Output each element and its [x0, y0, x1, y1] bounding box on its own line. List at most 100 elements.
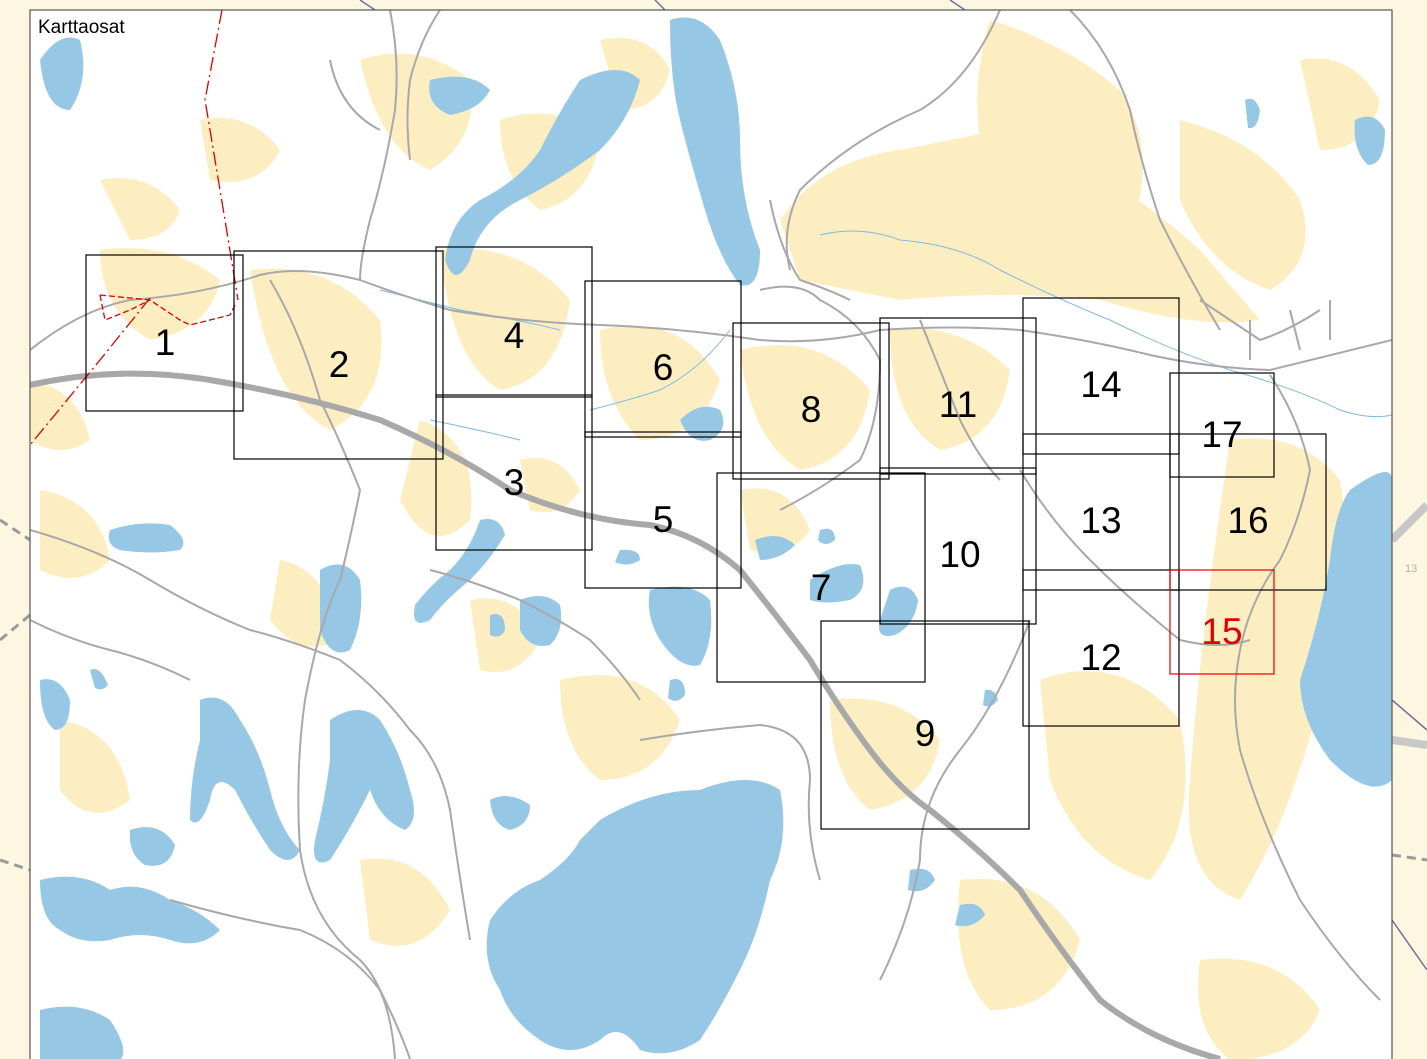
- lake: [445, 70, 640, 275]
- sheet-2[interactable]: 2: [233, 250, 444, 460]
- sheet-frame[interactable]: [879, 317, 1037, 475]
- lake: [486, 780, 784, 1054]
- lake: [810, 564, 864, 603]
- sheet-frame[interactable]: [1022, 433, 1180, 591]
- lake: [520, 596, 562, 646]
- sheet-label[interactable]: 7: [811, 567, 832, 608]
- sheet-16[interactable]: 16: [1169, 433, 1327, 591]
- map-frame-border: [29, 9, 1393, 1059]
- lake: [414, 519, 505, 623]
- sheet-frame[interactable]: [1022, 569, 1180, 727]
- sheet-frame[interactable]: [233, 250, 444, 460]
- lake: [670, 17, 760, 286]
- sheet-15[interactable]: 15: [1169, 569, 1275, 675]
- sheet-frame[interactable]: [584, 280, 742, 438]
- lakes: [40, 17, 1392, 1059]
- lake: [320, 564, 362, 653]
- road: [919, 319, 1001, 481]
- sheet-label[interactable]: 12: [1080, 637, 1121, 678]
- lake: [429, 76, 490, 115]
- sheet-frame[interactable]: [879, 467, 1037, 625]
- sheet-frame[interactable]: [584, 431, 742, 589]
- lake: [40, 876, 220, 944]
- road: [639, 723, 821, 881]
- map-title: Karttaosat: [38, 17, 125, 38]
- sheet-label[interactable]: 6: [653, 347, 674, 388]
- outside-rail: [359, 0, 966, 11]
- lake: [190, 697, 300, 860]
- road: [769, 199, 851, 301]
- sheet-label[interactable]: 10: [939, 534, 980, 575]
- sheet-4[interactable]: 4: [435, 246, 593, 398]
- lake: [648, 586, 712, 666]
- sheet-label[interactable]: 1: [155, 322, 176, 363]
- road: [1199, 299, 1331, 360]
- lake: [818, 528, 835, 544]
- road: [359, 10, 398, 281]
- sheet-17[interactable]: 17: [1169, 372, 1275, 478]
- road: [1234, 374, 1381, 1001]
- sheet-frame[interactable]: [1022, 297, 1180, 455]
- lake: [490, 614, 505, 637]
- outside-road: [1391, 736, 1427, 749]
- lake: [1245, 98, 1260, 129]
- road: [30, 529, 471, 941]
- sheet-frame[interactable]: [820, 620, 1030, 830]
- road: [169, 899, 411, 1059]
- road: [879, 619, 1031, 981]
- sheet-label[interactable]: 2: [329, 344, 350, 385]
- sheet-label[interactable]: 14: [1080, 364, 1121, 405]
- sheet-frame[interactable]: [435, 394, 593, 551]
- lake: [129, 827, 175, 866]
- sheet-14[interactable]: 14: [1022, 297, 1180, 455]
- motorway: [30, 370, 1221, 1059]
- sheet-10[interactable]: 10: [879, 467, 1037, 625]
- sheet-label[interactable]: 13: [1080, 500, 1121, 541]
- lake: [90, 669, 108, 690]
- lake: [983, 689, 998, 707]
- sheet-13[interactable]: 13: [1022, 433, 1180, 591]
- lake: [40, 679, 70, 730]
- district-boundary: [99, 294, 236, 326]
- outside-dashed-line: [0, 518, 1427, 872]
- sheet-6[interactable]: 6: [584, 280, 742, 438]
- outside-road: [1389, 502, 1427, 543]
- sheet-label[interactable]: 16: [1227, 500, 1268, 541]
- sheet-label[interactable]: 3: [504, 462, 525, 503]
- sheet-frame[interactable]: [732, 322, 890, 480]
- sheet-12[interactable]: 12: [1022, 569, 1180, 727]
- sheet-9[interactable]: 9: [820, 620, 1030, 830]
- sheet-3[interactable]: 3: [435, 394, 593, 551]
- municipal-boundary: [30, 10, 239, 446]
- sheet-8[interactable]: 8: [732, 322, 890, 480]
- sheet-11[interactable]: 11: [879, 317, 1037, 475]
- sheet-label[interactable]: 8: [801, 389, 822, 430]
- sheet-label[interactable]: 15: [1201, 611, 1242, 652]
- lake: [314, 710, 414, 863]
- sheet-frame[interactable]: [435, 246, 593, 398]
- outside-rail: [1391, 699, 1427, 971]
- road: [30, 270, 1392, 372]
- road: [429, 569, 641, 701]
- sheet-label[interactable]: 11: [939, 384, 977, 425]
- lake: [40, 37, 84, 110]
- sheet-label[interactable]: 17: [1201, 414, 1242, 455]
- sheet-frame[interactable]: [85, 254, 244, 412]
- sheet-frame[interactable]: [1169, 569, 1275, 675]
- road: [1069, 10, 1221, 331]
- lake: [40, 1006, 124, 1059]
- lake: [1354, 116, 1385, 165]
- road: [329, 59, 381, 131]
- sheet-frame[interactable]: [1169, 433, 1327, 591]
- sheet-label[interactable]: 5: [653, 499, 674, 540]
- lake: [955, 903, 985, 927]
- roads: [30, 10, 1392, 1059]
- sheet-label[interactable]: 4: [504, 315, 525, 356]
- sheet-label[interactable]: 9: [915, 713, 936, 754]
- lake: [755, 536, 795, 560]
- sheet-frame[interactable]: [1169, 372, 1275, 478]
- sheet-1[interactable]: 1: [85, 254, 244, 412]
- sheet-5[interactable]: 5: [584, 431, 742, 589]
